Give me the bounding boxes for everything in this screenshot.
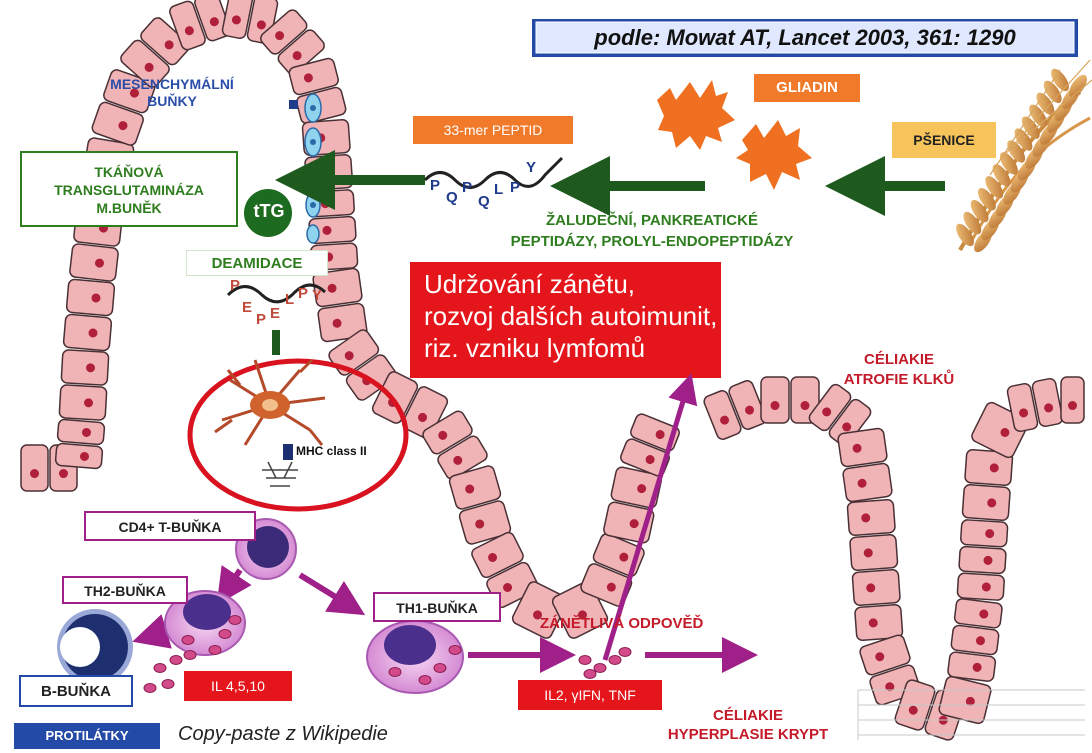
mesenchymal-line-2: BUŇKY: [84, 93, 260, 110]
epithelial-cell: [63, 314, 112, 351]
copy-paste-note: Copy-paste z Wikipedie: [178, 723, 388, 746]
peptide-residue: E: [270, 305, 280, 322]
b-cell-label: B-BUŇKA: [19, 675, 133, 707]
enzymes-label: ŽALUDEČNÍ, PANKREATICKÉ PEPTIDÁZY, PROLY…: [458, 210, 846, 252]
epithelial-cell: [57, 419, 105, 445]
peptide-residue: P: [462, 179, 472, 196]
wheat-label: PŠENICE: [892, 122, 996, 158]
epithelial-cell: [837, 428, 887, 468]
ttg-box-line-3: M.BUNĚK: [22, 199, 236, 217]
cd4-t-cell-label: CD4+ T-BUŇKA: [84, 511, 256, 541]
tissue-transglutaminase-box: TKÁŇOVÁ TRANSGLUTAMINÁZA M.BUNĚK: [20, 151, 238, 227]
peptide-residue: Q: [478, 193, 490, 210]
mesenchymal-line-1: MESENCHYMÁLNÍ: [84, 76, 260, 93]
mesenchymal-label: MESENCHYMÁLNÍ BUŇKY: [84, 76, 260, 110]
atrophy-line-1: CÉLIAKIE: [830, 350, 968, 370]
atrophy-line-2: ATROFIE KLKŮ: [830, 370, 968, 390]
peptide-33mer-label: 33-mer PEPTID: [413, 116, 573, 144]
epithelial-cell: [947, 651, 996, 681]
epithelial-cell: [850, 534, 898, 570]
epithelial-cell: [951, 625, 1000, 655]
epithelial-cell: [66, 279, 115, 316]
mhc-molecule: [283, 444, 293, 460]
peptide-residue: P: [256, 311, 266, 328]
ttg-box-line-2: TRANSGLUTAMINÁZA: [22, 181, 236, 199]
cytokines-label: IL2, γIFN, TNF: [518, 680, 662, 710]
epithelial-cell: [305, 154, 353, 190]
peptide-residue: L: [494, 181, 503, 198]
epithelial-cell: [957, 573, 1004, 601]
atrophy-label: CÉLIAKIE ATROFIE KLKŮ: [830, 350, 968, 390]
peptide-residue: P: [230, 277, 240, 294]
interleukins-label: IL 4,5,10: [184, 671, 292, 701]
hyperplasia-line-1: CÉLIAKIE: [654, 706, 842, 725]
ttg-box-line-1: TKÁŇOVÁ: [22, 163, 236, 181]
citation-text: podle: Mowat AT, Lancet 2003, 361: 1290: [538, 24, 1072, 52]
epithelial-cell: [55, 443, 103, 469]
epithelial-cell: [954, 598, 1003, 628]
arrow-cd4-to-th1: [300, 575, 360, 612]
enzymes-line-1: ŽALUDEČNÍ, PANKREATICKÉ: [458, 210, 846, 231]
epithelial-cell: [852, 569, 900, 605]
mhc-label: MHC class II: [296, 444, 367, 458]
antibodies-label: PROTILÁTKY: [14, 723, 160, 749]
inflammation-line-1: Udržování zánětu,: [424, 268, 717, 300]
th1-cell: [367, 621, 463, 693]
peptide-residue: Q: [446, 189, 458, 206]
epithelial-cell: [847, 499, 895, 535]
b-cell: [57, 609, 133, 685]
enzymes-line-2: PEPTIDÁZY, PROLYL-ENDOPEPTIDÁZY: [458, 231, 846, 252]
peptide-residue: L: [285, 291, 294, 308]
hyperplasia-line-2: HYPERPLASIE KRYPT: [654, 725, 842, 744]
epithelial-cell: [59, 385, 107, 421]
epithelial-cell: [69, 243, 118, 281]
epithelial-cell: [962, 484, 1010, 520]
epithelial-cell: [761, 377, 789, 423]
peptide-residue: Y: [526, 159, 536, 176]
epithelial-cell: [959, 546, 1006, 574]
hyperplasia-label: CÉLIAKIE HYPERPLASIE KRYPT: [654, 706, 842, 744]
peptide-residue: P: [430, 177, 440, 194]
th2-cell-label: TH2-BUŇKA: [62, 576, 188, 604]
inflammation-line-3: riz. vzniku lymfomů: [424, 332, 717, 364]
epithelial-cell: [842, 463, 892, 503]
antigen-presenting-cell: [190, 360, 406, 509]
epithelial-cell: [1061, 377, 1084, 423]
inflammation-line-2: rozvoj dalších autoimunit,: [424, 300, 717, 332]
epithelial-cell: [61, 350, 109, 386]
gliadin-label: GLIADIN: [754, 74, 860, 102]
ttg-label: tTG: [247, 201, 291, 222]
deamidation-label: DEAMIDACE: [186, 250, 328, 276]
inflammation-text: Udržování zánětu, rozvoj dalších autoimu…: [424, 268, 717, 364]
apc-highlight-ellipse: [190, 361, 406, 509]
peptide-residue: E: [242, 299, 252, 316]
peptide-residue: Y: [312, 287, 322, 304]
epithelial-cell: [21, 445, 48, 491]
th1-cell-label: TH1-BUŇKA: [373, 592, 501, 622]
peptide-residue: P: [298, 285, 308, 302]
inflammatory-response-label: ZÁNĚTLIVÁ ODPOVĚĎ: [540, 615, 703, 632]
epithelial-cell: [960, 520, 1007, 548]
peptide-residue: P: [510, 179, 520, 196]
